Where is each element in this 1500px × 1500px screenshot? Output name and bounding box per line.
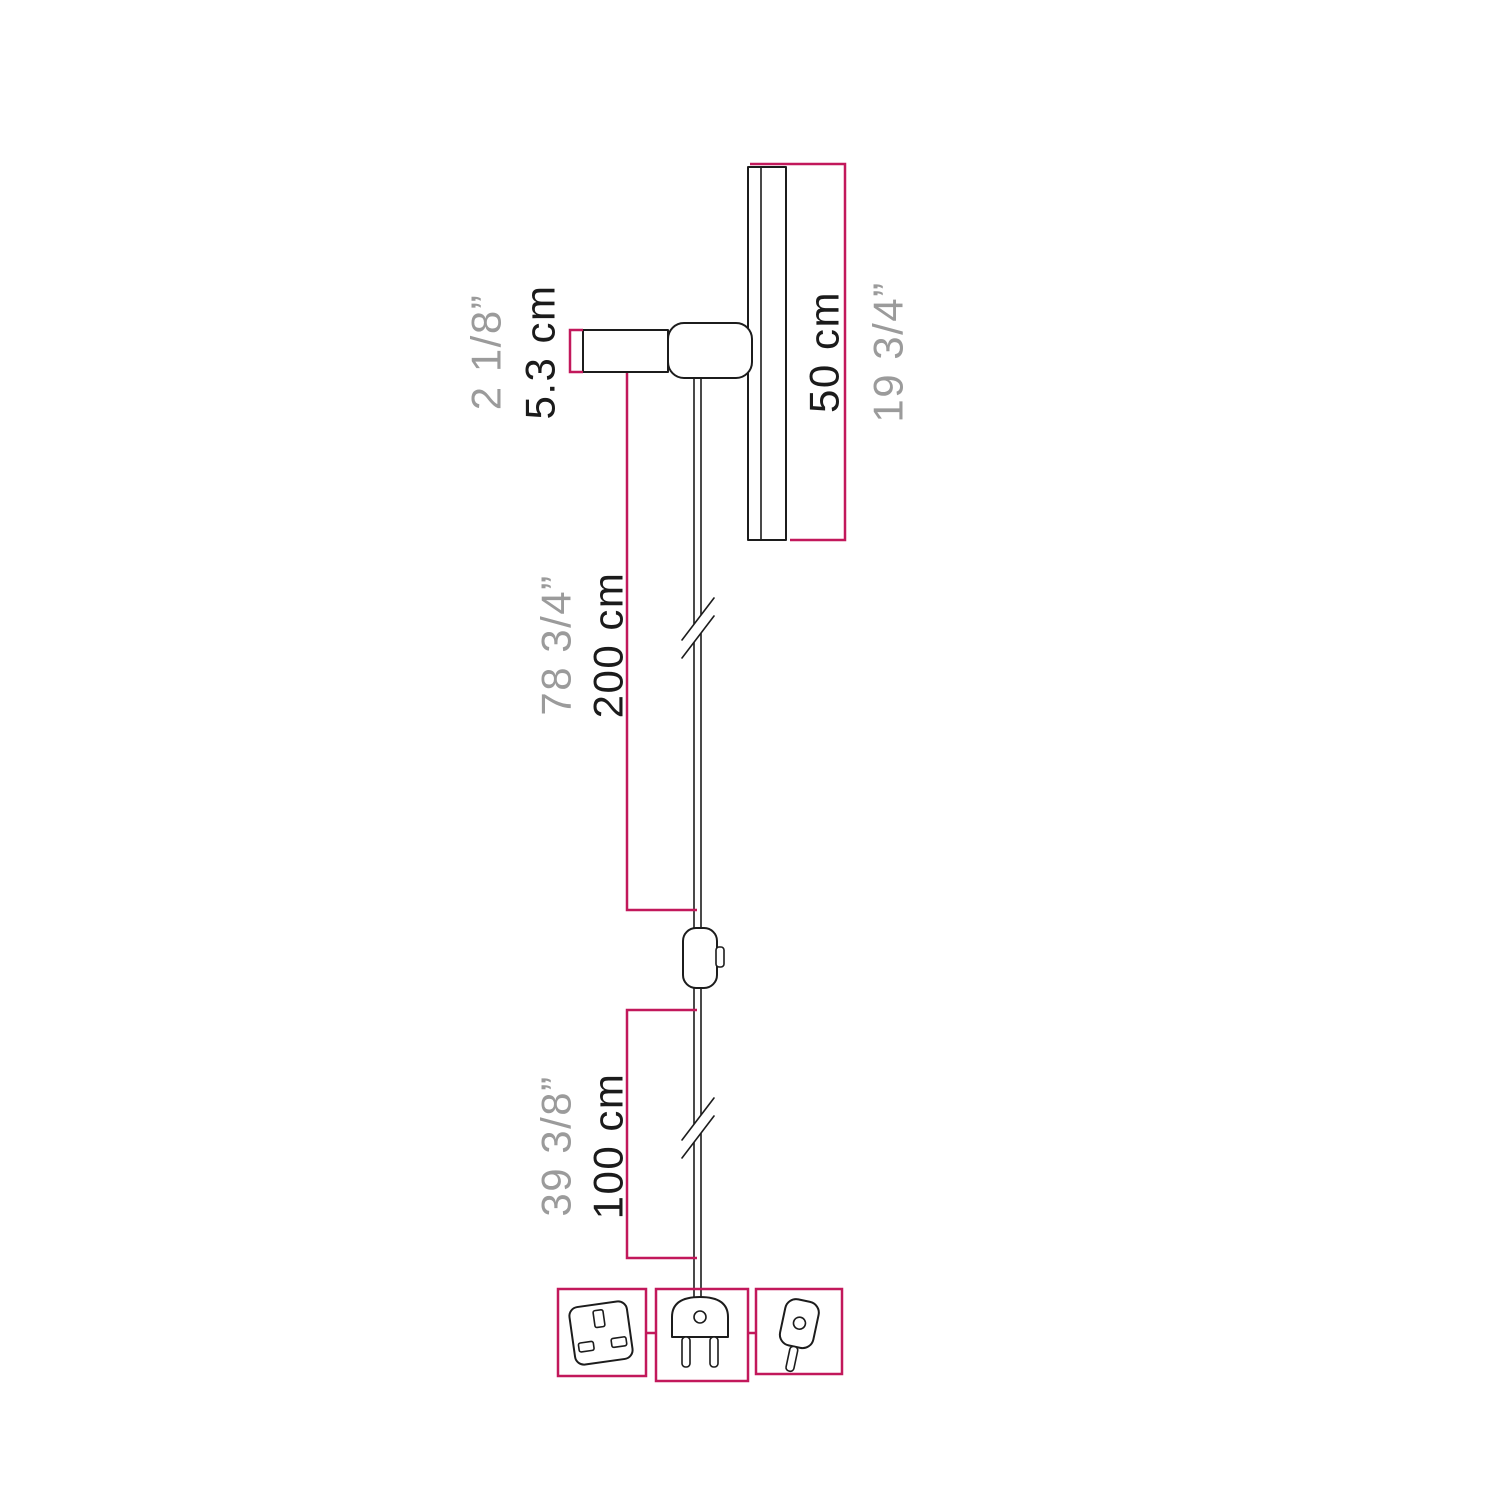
holder-metric-label: 5.3 cm [517,284,564,419]
lower-cable-imperial-label: 39 3/8” [533,1075,580,1216]
euro-plug-pin [709,1336,719,1368]
switch-button [715,946,725,968]
tube-imperial-label: 19 3/4” [865,281,912,422]
break-mask [682,598,714,658]
upper-cable-metric-label: 200 cm [585,572,632,719]
break-slash-icon [681,615,715,659]
holder-connector [667,322,753,379]
power-cable [693,377,702,1298]
holder-imperial-label: 2 1/8” [463,294,510,410]
euro-two-pin-plug-icon [671,1296,729,1368]
tube-dimension-line [750,162,847,542]
schuko-plug-box [754,1287,844,1376]
cable-break-upper [681,597,715,659]
linear-tube-bulb [747,166,787,541]
upper-cable-imperial-label: 78 3/4” [533,574,580,715]
upper-cable-dimension-line [625,373,697,912]
euro-plug-screw [693,1310,707,1324]
schuko-plug-pin [785,1345,799,1373]
schuko-plug-screw [792,1316,807,1330]
cable-break-lower [681,1097,715,1159]
switch-body [682,927,718,989]
plug-options [556,1287,844,1383]
uk-plug-icon [568,1300,634,1366]
uk-plug-earth-pin [592,1308,606,1329]
break-mask [682,1098,714,1158]
lamp-holder [582,322,753,379]
tube-metric-label: 50 cm [801,291,848,413]
tube-outline [747,166,787,541]
euro-plug-box [654,1287,750,1383]
holder-dimension-line [568,328,583,374]
holder-dimension-labels: 2 1/8” 5.3 cm [463,284,564,419]
break-slash-icon [681,1097,715,1141]
lower-cable-dimension-labels: 39 3/8” 100 cm [533,1073,632,1220]
schuko-plug-body [778,1298,820,1350]
break-slash-icon [681,597,715,641]
lower-cable-metric-label: 100 cm [585,1073,632,1220]
euro-plug-body [671,1296,729,1338]
tube-dimension-labels: 50 cm 19 3/4” [801,281,912,422]
uk-plug-neutral-pin [610,1336,628,1349]
holder-body [582,329,669,373]
schuko-plug-icon [778,1298,820,1373]
break-slash-icon [681,1115,715,1159]
euro-plug-pin [681,1336,691,1368]
inline-switch [682,927,725,989]
upper-cable-dimension-labels: 78 3/4” 200 cm [533,572,632,719]
lower-cable-dimension-line [625,1008,697,1260]
uk-plug-live-pin [577,1340,595,1353]
uk-plug-body [568,1300,634,1366]
